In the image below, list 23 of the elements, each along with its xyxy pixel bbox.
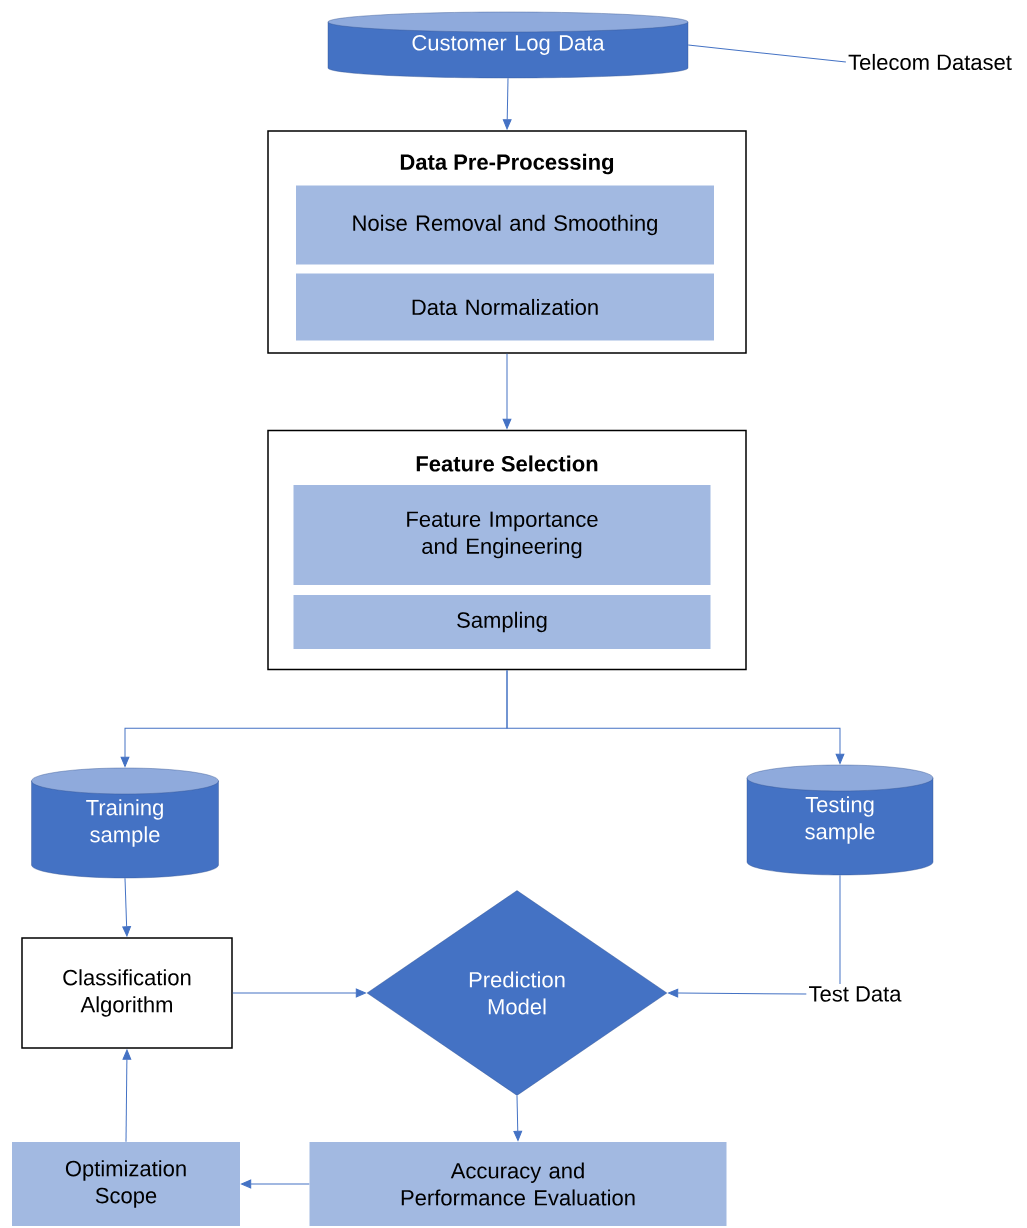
step-box: Data Normalization	[296, 273, 714, 341]
database-cylinder: Customer Log Data	[327, 11, 689, 79]
arrow	[122, 1049, 132, 1143]
arrow	[513, 1095, 523, 1141]
arrow	[502, 353, 512, 429]
arrow	[506, 669, 845, 764]
text-label: Telecom Dataset	[848, 53, 1012, 71]
connector-line	[687, 44, 847, 63]
step-box: Accuracy and Performance Evaluation	[309, 1142, 727, 1226]
database-cylinder: Training sample	[31, 767, 219, 879]
database-cylinder: Testing sample	[746, 764, 934, 876]
arrow	[668, 988, 807, 998]
step-box: Sampling	[293, 595, 711, 649]
arrow	[232, 988, 366, 998]
process-box: Classification Algorithm	[21, 937, 233, 1049]
step-box: Feature Importance and Engineering	[293, 485, 711, 585]
step-box: Noise Removal and Smoothing	[296, 185, 714, 265]
text-label: Test Data	[809, 986, 902, 1002]
step-box: Optimization Scope	[12, 1142, 240, 1226]
arrow	[122, 877, 132, 937]
connector-line	[839, 874, 841, 985]
arrow	[502, 77, 512, 130]
arrow	[241, 1179, 310, 1189]
